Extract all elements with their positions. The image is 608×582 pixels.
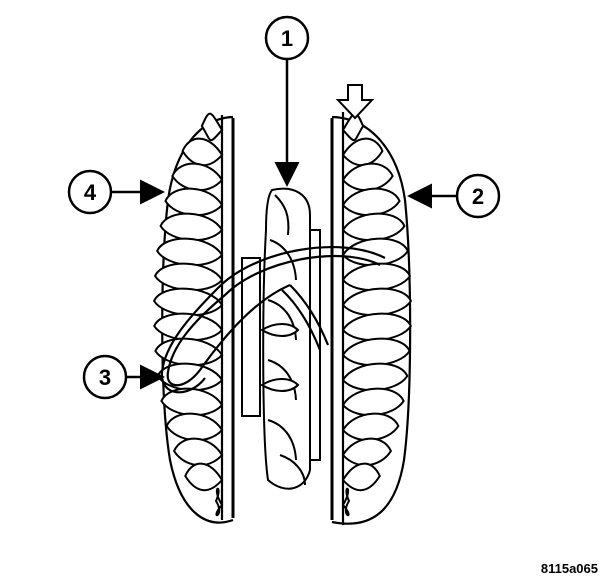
right-blade	[341, 262, 412, 292]
callout-4-label: 4	[84, 180, 97, 205]
right-blade	[341, 387, 405, 417]
left-blade	[181, 137, 224, 166]
left-blade	[152, 287, 224, 317]
flow-direction-arrow	[335, 84, 375, 120]
right-blade	[341, 312, 412, 342]
right-blade	[341, 437, 393, 467]
callout-2-circle	[455, 173, 501, 219]
right-blade	[341, 112, 365, 141]
left-blade	[164, 187, 224, 217]
left-blade	[156, 237, 224, 267]
stator-body	[262, 187, 311, 490]
stator	[241, 187, 321, 490]
left-blade	[165, 412, 224, 442]
right-blade	[341, 362, 409, 392]
left-blade	[171, 162, 224, 192]
stator-hub-left	[241, 257, 261, 417]
right-blade	[341, 462, 381, 491]
fluid-flow-path	[160, 246, 386, 394]
right-blade	[341, 412, 400, 442]
right-blade	[341, 137, 384, 166]
left-blade	[159, 212, 224, 242]
right-blade	[341, 337, 411, 367]
right-blade	[341, 487, 351, 516]
left-blade	[184, 462, 224, 491]
right-shell-outer-profile	[331, 115, 412, 525]
left-blade	[214, 487, 224, 516]
callout-4: 4	[67, 169, 165, 215]
right-blade	[341, 237, 409, 267]
right-blade	[341, 287, 413, 317]
left-blade	[160, 387, 224, 417]
callout-2: 2	[407, 173, 501, 219]
callout-3: 3	[82, 354, 165, 400]
left-blade	[153, 262, 224, 292]
callout-4-circle	[67, 169, 113, 215]
callout-2-label: 2	[472, 184, 484, 209]
left-blades	[152, 112, 224, 516]
callout-1-label: 1	[281, 26, 293, 51]
right-blades	[341, 112, 413, 516]
left-blade	[153, 312, 224, 342]
callout-1: 1	[264, 15, 310, 187]
callout-1-circle	[264, 15, 310, 61]
figure-id: 8115a065	[540, 561, 598, 576]
right-blade	[341, 212, 406, 242]
right-blade	[341, 162, 394, 192]
right-blade	[341, 187, 401, 217]
callout-3-label: 3	[99, 365, 111, 390]
callout-3-circle	[82, 354, 128, 400]
left-blade	[200, 112, 224, 141]
left-blade	[172, 437, 224, 467]
